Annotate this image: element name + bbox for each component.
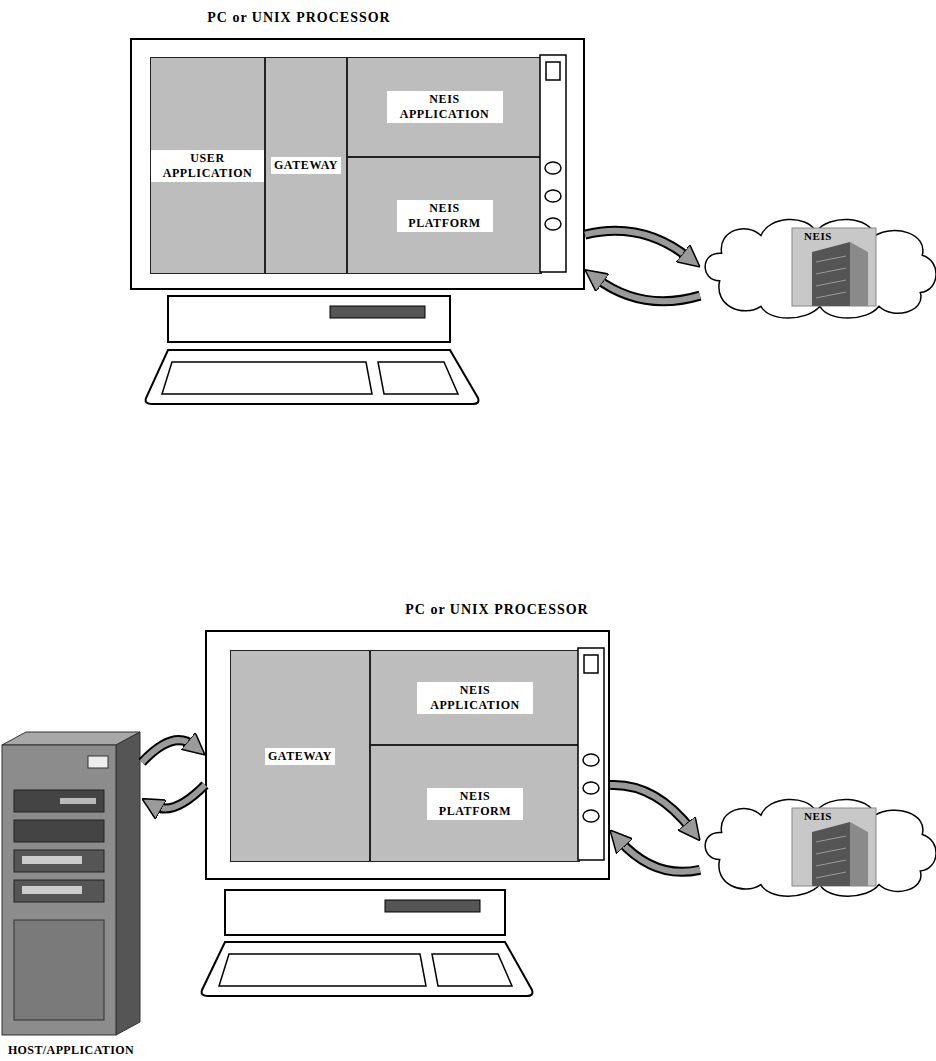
drive-slot	[60, 798, 96, 804]
drive-slot	[22, 886, 82, 894]
exchange-arrow	[142, 740, 205, 808]
arrow-body	[154, 785, 205, 809]
arrow-body	[142, 740, 194, 762]
arrow-outline	[154, 785, 205, 809]
tower-side	[116, 732, 140, 1035]
tower-top	[2, 732, 140, 745]
computer-base	[225, 890, 505, 935]
software-panel: NEIS PLATFORM	[370, 745, 580, 862]
arrow-body	[610, 785, 691, 830]
software-panel: USER APPLICATION	[150, 57, 265, 274]
drive-bay	[14, 850, 104, 872]
panel-label: NEIS APPLICATION	[417, 682, 533, 714]
cloud-label: NEIS	[700, 230, 936, 242]
panel-label: NEIS PLATFORM	[427, 788, 523, 820]
key-block	[162, 362, 372, 394]
cloud-outline	[700, 792, 936, 900]
panel-label: GATEWAY	[271, 157, 341, 174]
key-block	[219, 954, 426, 986]
panel-label: NEIS APPLICATION	[387, 91, 503, 123]
tower-front	[2, 745, 116, 1035]
arrow-body	[596, 278, 700, 301]
software-panel: NEIS APPLICATION	[347, 57, 542, 157]
exchange-arrow	[610, 785, 700, 872]
network-cloud: NEIS	[700, 792, 936, 900]
drive-slot	[330, 306, 425, 318]
software-panel: GATEWAY	[230, 650, 370, 862]
software-panel: NEIS PLATFORM	[347, 157, 542, 274]
exchange-arrow	[585, 231, 700, 301]
arrow-outline	[610, 785, 691, 830]
cloud-outline	[700, 212, 936, 322]
network-cloud: NEIS	[700, 212, 936, 322]
arrow-outline	[596, 278, 700, 301]
tower-panel	[14, 920, 104, 1020]
computer-base	[168, 296, 450, 342]
arrow-outline	[619, 840, 700, 871]
arrow-outline	[585, 231, 689, 258]
cloud-label: NEIS	[700, 810, 936, 822]
arrow-body	[619, 840, 700, 871]
drive-bay	[14, 820, 104, 842]
keyboard	[146, 350, 479, 404]
panel-label: USER APPLICATION	[151, 150, 264, 182]
drive-slot	[22, 856, 82, 864]
drive-slot	[385, 900, 480, 912]
arrow-body	[585, 231, 689, 258]
drive-bay	[14, 790, 104, 812]
processor-title: PC or UNIX PROCESSOR	[149, 10, 449, 26]
drive-bay	[14, 880, 104, 902]
host-label: HOST/APPLICATION	[0, 1043, 152, 1058]
key-block	[378, 362, 458, 394]
host-computer: HOST/APPLICATION	[0, 732, 142, 1035]
processor-title: PC or UNIX PROCESSOR	[347, 602, 647, 618]
panel-label: GATEWAY	[265, 748, 335, 765]
software-panel: NEIS APPLICATION	[370, 650, 580, 745]
monitor-screen: PC or UNIX PROCESSORGATEWAYNEIS APPLICAT…	[205, 630, 610, 880]
monitor-screen: PC or UNIX PROCESSORUSER APPLICATIONGATE…	[130, 38, 585, 290]
software-panel: GATEWAY	[265, 57, 347, 274]
tower-badge	[88, 756, 108, 768]
key-block	[432, 954, 512, 986]
arrow-outline	[142, 740, 194, 762]
keyboard	[202, 942, 533, 996]
panel-label: NEIS PLATFORM	[397, 200, 493, 232]
